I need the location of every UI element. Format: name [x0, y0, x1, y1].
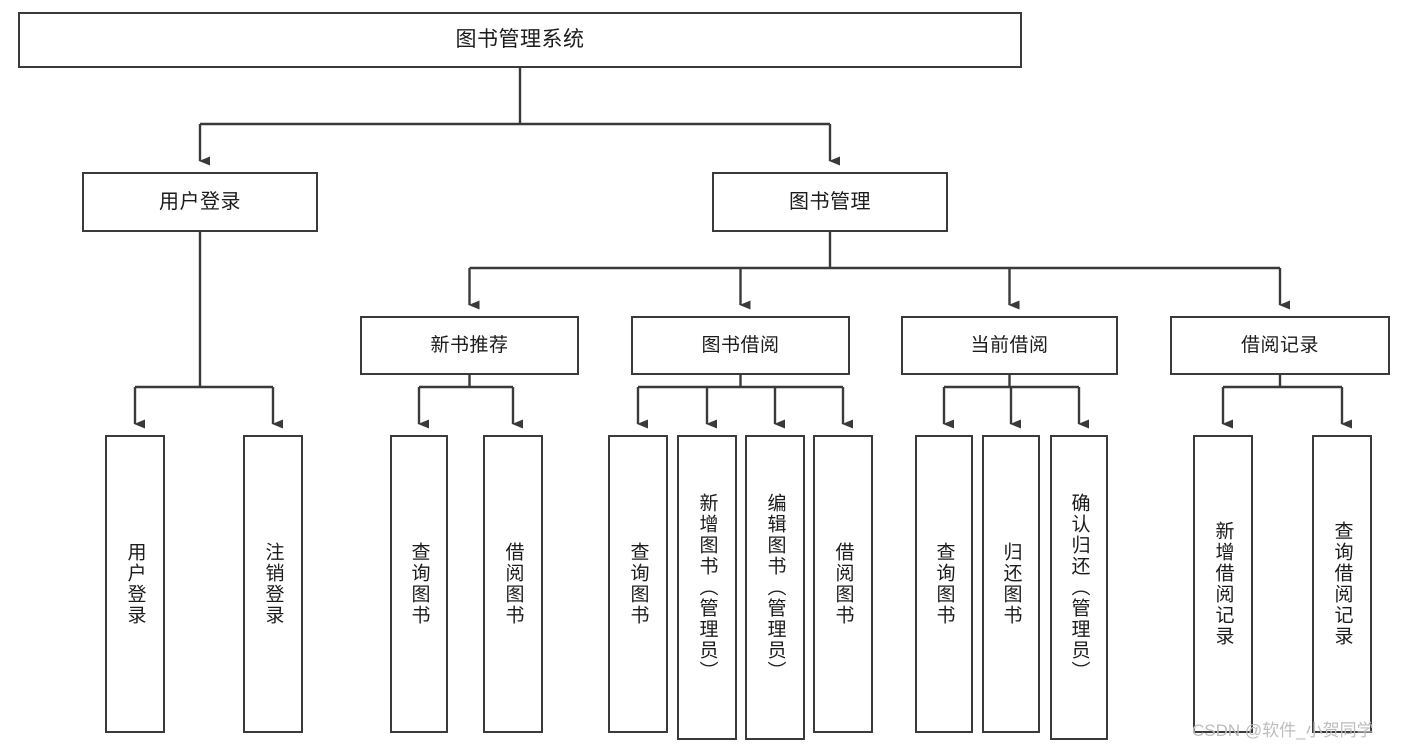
node-leaf-br-query[interactable]: 查询借阅记录 [1312, 435, 1372, 733]
node-label: 新书推荐 [430, 334, 509, 356]
node-leaf-user-login[interactable]: 用户登录 [105, 435, 165, 733]
node-book-borrow[interactable]: 图书借阅 [631, 316, 850, 375]
node-label: 编辑图书（管理员） [764, 493, 786, 682]
node-label: 用户登录 [159, 190, 241, 213]
node-label: 借阅图书 [502, 542, 524, 626]
node-leaf-cb-query[interactable]: 查询图书 [915, 435, 973, 733]
node-leaf-bb-add[interactable]: 新增图书（管理员） [677, 435, 737, 740]
node-label: 新增借阅记录 [1212, 521, 1234, 647]
node-label: 图书管理系统 [455, 28, 585, 52]
node-leaf-cb-return[interactable]: 归还图书 [982, 435, 1040, 733]
node-label: 查询图书 [627, 542, 649, 626]
node-leaf-rec-query[interactable]: 查询图书 [390, 435, 448, 733]
connector-lines [133, 68, 1352, 429]
node-leaf-bb-borrow[interactable]: 借阅图书 [813, 435, 873, 733]
node-leaf-bb-query[interactable]: 查询图书 [608, 435, 668, 733]
node-borrow-record[interactable]: 借阅记录 [1170, 316, 1390, 375]
node-label: 查询图书 [408, 542, 430, 626]
node-leaf-br-add[interactable]: 新增借阅记录 [1193, 435, 1253, 733]
node-book-manage[interactable]: 图书管理 [712, 172, 948, 232]
node-leaf-rec-borrow[interactable]: 借阅图书 [483, 435, 543, 733]
node-label: 确认归还（管理员） [1068, 493, 1090, 682]
node-label: 图书借阅 [701, 334, 780, 356]
node-label: 查询图书 [933, 542, 955, 626]
node-leaf-bb-edit[interactable]: 编辑图书（管理员） [745, 435, 805, 740]
node-label: 图书管理 [789, 190, 871, 213]
node-user-login[interactable]: 用户登录 [82, 172, 318, 232]
node-label: 借阅记录 [1240, 334, 1319, 356]
node-label: 查询借阅记录 [1331, 521, 1353, 647]
node-label: 借阅图书 [832, 542, 854, 626]
node-root[interactable]: 图书管理系统 [18, 12, 1022, 68]
node-label: 新增图书（管理员） [696, 493, 718, 682]
node-current-borrow[interactable]: 当前借阅 [901, 316, 1118, 375]
node-label: 用户登录 [124, 542, 146, 626]
node-leaf-logout[interactable]: 注销登录 [243, 435, 303, 733]
node-label: 当前借阅 [970, 334, 1049, 356]
node-label: 注销登录 [262, 542, 284, 626]
node-leaf-cb-confirm[interactable]: 确认归还（管理员） [1050, 435, 1108, 740]
node-label: 归还图书 [1000, 542, 1022, 626]
node-new-book-rec[interactable]: 新书推荐 [360, 316, 579, 375]
